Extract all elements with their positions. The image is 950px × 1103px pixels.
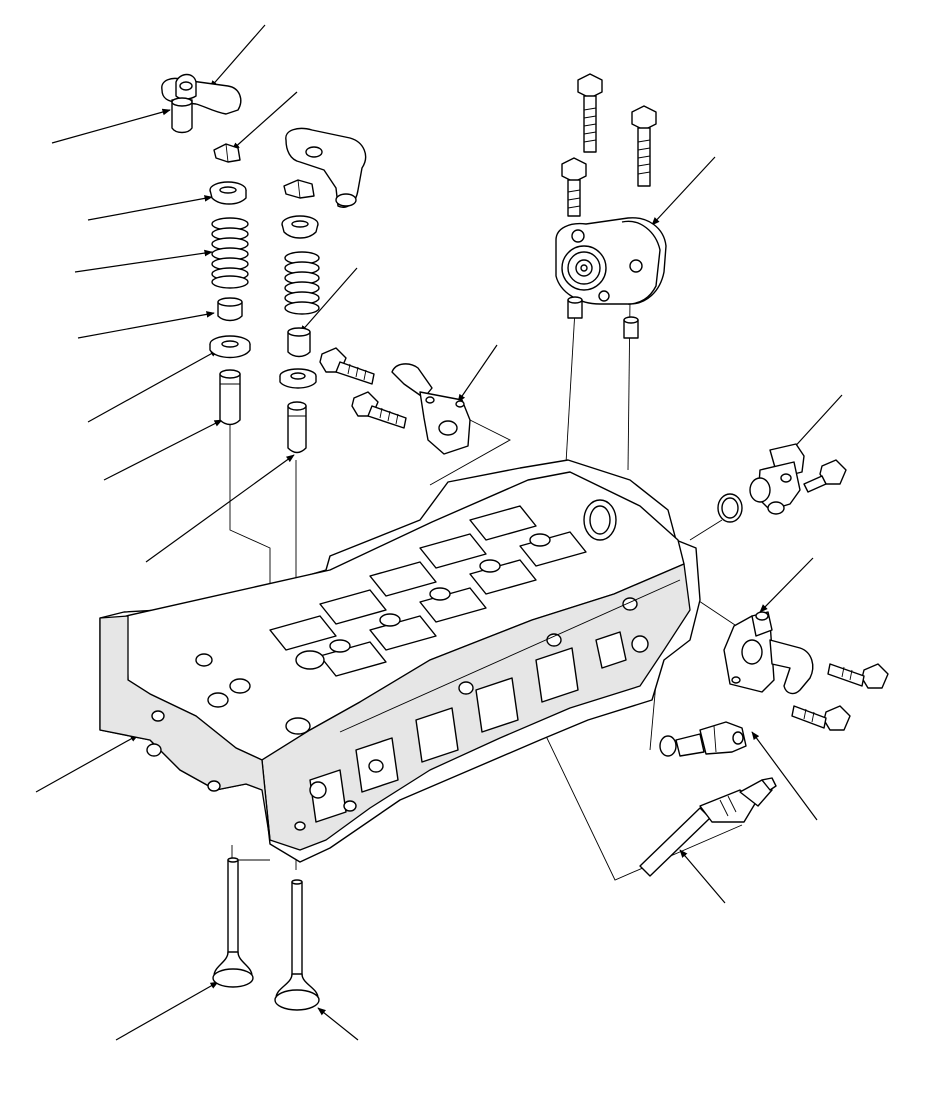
leader-lash-adjuster [51, 108, 171, 144]
leader-thermostat-housing [759, 557, 814, 613]
head-side-details [146, 579, 681, 841]
assembly-reference-lines [229, 299, 743, 881]
valve-stem-seal-right [287, 327, 311, 358]
thermostat-bolt-1 [827, 663, 889, 689]
leader-bracket [457, 344, 498, 403]
temperature-sensor [659, 721, 747, 757]
leader-spring-seat [87, 349, 219, 423]
cylinder-head [99, 459, 701, 863]
bolt-1 [319, 347, 375, 385]
leader-exhaust-valve [317, 1007, 359, 1041]
leader-cylinder-head [35, 734, 139, 793]
spring-retainer-right [281, 215, 319, 239]
leader-valve-spring [74, 249, 213, 273]
valve-spring-left [211, 217, 249, 289]
sensor [749, 443, 805, 515]
pump-bolt-short [561, 157, 587, 217]
valve-guide-right [287, 401, 307, 454]
spring-seat-left [209, 335, 251, 359]
leader-sensor [789, 394, 843, 453]
pump-bolt-long-2 [631, 105, 657, 187]
leader-spring-retainer [87, 195, 213, 221]
pump-bolt-long-1 [577, 73, 603, 153]
glow-plug [639, 777, 777, 877]
valve-guide-left [219, 369, 241, 426]
pump-housing [555, 217, 667, 305]
intake-ports [309, 631, 627, 823]
exhaust-valve [274, 879, 320, 1011]
thermostat-bolt-2 [791, 705, 851, 731]
valve-spring-right [284, 251, 320, 315]
intake-valve [212, 857, 254, 988]
sensor-o-ring [717, 493, 743, 523]
spring-retainer-left [209, 181, 247, 205]
rocker-arm-left [161, 73, 242, 134]
head-bolt-holes [195, 499, 617, 735]
valve-cotter-right [283, 179, 315, 199]
leader-intake-valve [115, 981, 219, 1041]
leader-valve-cotter [231, 91, 298, 151]
sensor-bolt [803, 459, 847, 493]
leader-stem-seal-right [299, 267, 358, 334]
bracket-bolts [319, 347, 407, 429]
coolant-bracket [391, 363, 471, 455]
leader-valve-guide-right [145, 454, 295, 563]
pump-bolts [561, 73, 657, 217]
leader-pump [651, 156, 716, 226]
leader-temp-sensor [751, 731, 818, 821]
pump-dowels [567, 296, 639, 339]
leader-stem-seal [77, 311, 215, 339]
valve-stem-seal-left [217, 297, 243, 322]
leader-rocker-arm-top [209, 24, 266, 89]
camshaft-caps [269, 505, 587, 677]
thermostat-housing [723, 611, 814, 695]
leader-glow-plug [679, 849, 726, 904]
leader-valve-guide [103, 419, 223, 481]
rocker-arm-right [285, 127, 367, 208]
valve-cotter-left [213, 143, 241, 163]
spring-seat-right [279, 368, 317, 389]
leader-lines [35, 24, 843, 1041]
bolt-2 [351, 391, 407, 429]
